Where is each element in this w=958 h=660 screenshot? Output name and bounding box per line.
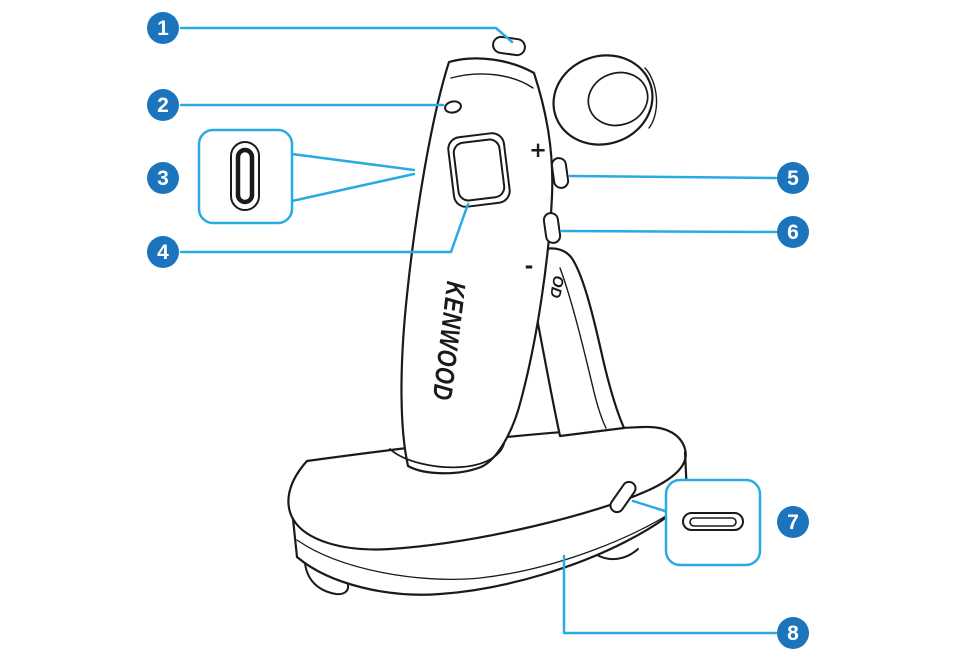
leader-line-8 bbox=[562, 554, 778, 635]
callout-3-number: 3 bbox=[157, 167, 169, 190]
callout-4-number: 4 bbox=[157, 241, 169, 264]
callout-3-badge bbox=[147, 162, 179, 194]
cradle-button-detail-outer bbox=[682, 512, 744, 531]
callout-5-badge bbox=[777, 162, 809, 194]
callout-7-badge bbox=[777, 506, 809, 538]
cradle-button-detail-inner bbox=[689, 517, 737, 527]
callout-8: 8 bbox=[777, 617, 809, 649]
leader-line-3 bbox=[290, 152, 416, 203]
leader-line-1 bbox=[179, 26, 514, 44]
cradle-brand-text: OD bbox=[546, 274, 567, 299]
cradle-base-top bbox=[287, 425, 687, 551]
callout-badges: 1 2 3 4 5 6 7 8 bbox=[147, 12, 809, 649]
inset-contents bbox=[230, 141, 744, 531]
callout-6-number: 6 bbox=[787, 221, 799, 244]
charging-cradle bbox=[287, 247, 689, 596]
cradle-base-seam bbox=[296, 504, 684, 581]
headset-top-seam bbox=[450, 73, 534, 89]
cradle-foot-right bbox=[596, 548, 639, 561]
earbud-tip bbox=[587, 71, 649, 127]
callout-6-badge bbox=[777, 216, 809, 248]
earbud-highlight bbox=[644, 67, 658, 129]
top-call-button bbox=[492, 35, 526, 57]
callout-5: 5 bbox=[777, 162, 809, 194]
volume-down-label: - bbox=[525, 254, 534, 278]
leader-line-5 bbox=[568, 174, 778, 180]
main-button bbox=[452, 138, 506, 202]
earbud bbox=[552, 54, 658, 146]
cradle-post-contour bbox=[559, 267, 607, 429]
callout-8-badge bbox=[777, 617, 809, 649]
callout-1-badge bbox=[147, 12, 179, 44]
headset bbox=[389, 35, 570, 475]
headset-body bbox=[400, 57, 554, 475]
callout-7: 7 bbox=[777, 506, 809, 538]
cradle-side-button bbox=[609, 480, 637, 514]
leader-line-7 bbox=[631, 499, 667, 513]
callout-8-number: 8 bbox=[787, 622, 799, 645]
volume-up-label: + bbox=[529, 138, 547, 162]
callout-2: 2 bbox=[147, 89, 179, 121]
callout-4-badge bbox=[147, 236, 179, 268]
callout-4: 4 bbox=[147, 236, 179, 268]
volume-up-button bbox=[550, 157, 570, 189]
volume-button-detail-inner bbox=[235, 147, 255, 205]
led-indicator bbox=[444, 100, 462, 114]
callout-3: 3 bbox=[147, 162, 179, 194]
callout-1: 1 bbox=[147, 12, 179, 44]
leader-lines bbox=[179, 26, 778, 635]
callout-2-number: 2 bbox=[157, 94, 169, 117]
cradle-post bbox=[524, 247, 626, 438]
cradle-foot-left bbox=[304, 562, 350, 596]
callout-2-badge bbox=[147, 89, 179, 121]
volume-down-button bbox=[542, 212, 562, 244]
callout-1-number: 1 bbox=[157, 17, 169, 40]
earbud-outer bbox=[552, 54, 654, 146]
cradle-base-bottom-edge bbox=[295, 492, 689, 596]
cradle-opening-rim bbox=[389, 443, 505, 469]
leader-line-6 bbox=[560, 229, 778, 234]
callout-7-number: 7 bbox=[787, 511, 799, 534]
cradle-base-side-left bbox=[291, 517, 299, 559]
leader-line-4 bbox=[179, 202, 470, 254]
callout-5-number: 5 bbox=[787, 167, 799, 190]
callout-6: 6 bbox=[777, 216, 809, 248]
